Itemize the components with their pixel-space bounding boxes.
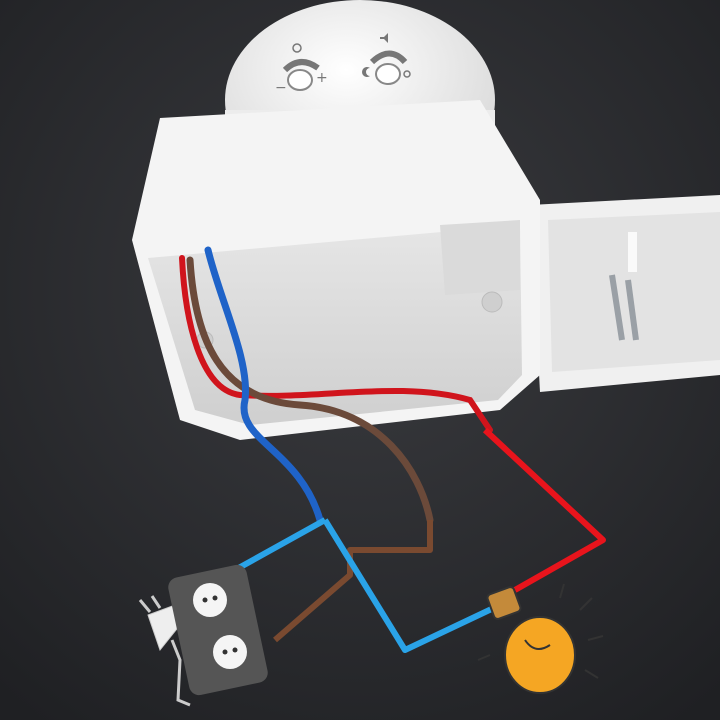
sensor-housing <box>132 100 540 440</box>
sun-icon <box>403 70 411 78</box>
live-wire <box>482 427 606 593</box>
screw-icon <box>609 274 625 341</box>
moon-icon <box>362 66 370 77</box>
power-plug-icon <box>138 595 191 707</box>
photo-wires <box>179 246 493 524</box>
time-minus-label: − <box>275 80 287 96</box>
housing-lid <box>530 195 720 392</box>
wiring-diagram <box>233 427 606 653</box>
speaker-mute-icon <box>380 33 388 43</box>
screw-icon <box>625 279 639 341</box>
clock-icon <box>292 43 302 53</box>
lux-dial[interactable] <box>362 33 411 85</box>
wall-socket-icon <box>168 564 268 696</box>
time-plus-label: + <box>316 70 328 86</box>
time-dial[interactable]: − + <box>275 43 328 96</box>
load-wire <box>273 520 433 643</box>
neutral-wire <box>233 517 502 653</box>
light-bulb-icon <box>477 583 604 694</box>
